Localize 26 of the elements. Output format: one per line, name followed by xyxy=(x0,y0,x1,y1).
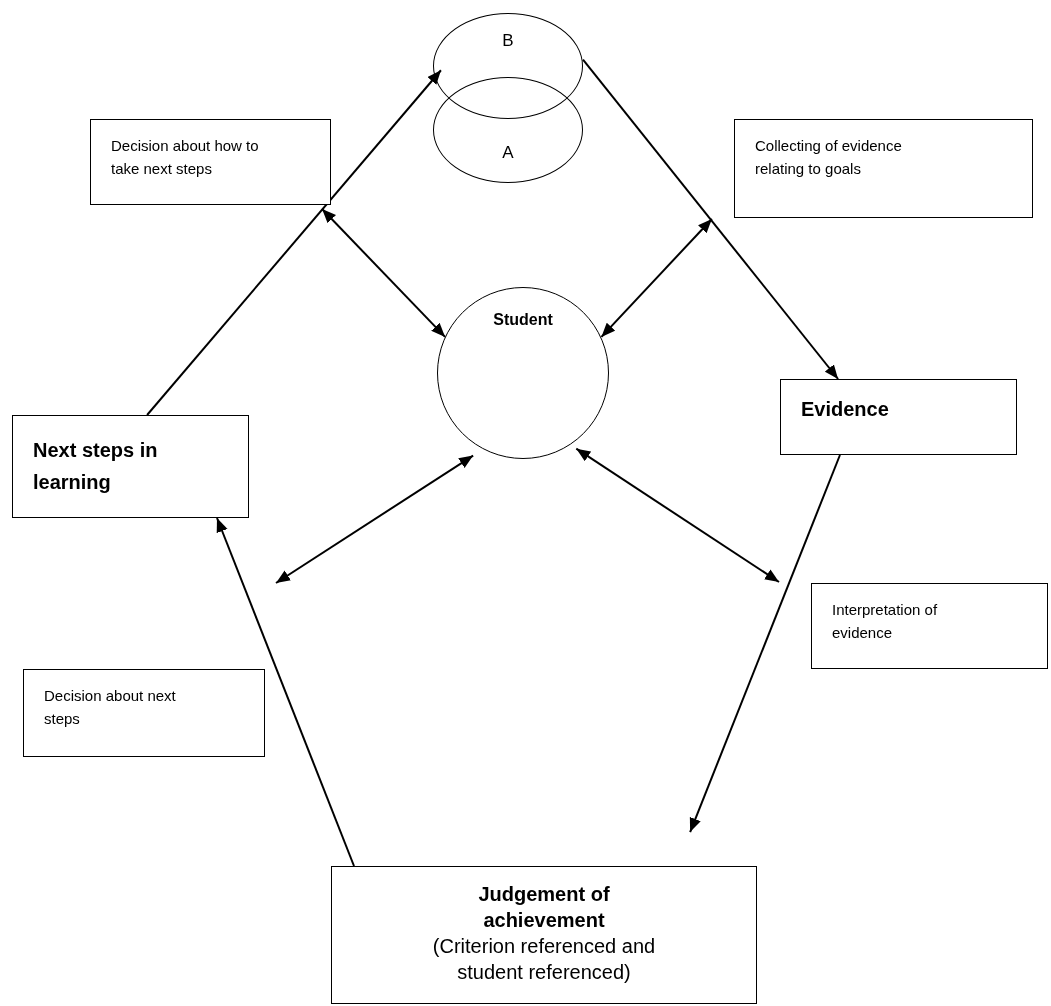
node-description: (Criterion referenced and student referenced) xyxy=(431,934,657,985)
text-box xyxy=(12,415,249,518)
arrow xyxy=(146,69,442,416)
arrow xyxy=(689,454,841,834)
node-label: A xyxy=(501,142,515,164)
text-box xyxy=(331,866,757,1004)
node-label: B xyxy=(501,30,515,52)
node-label: Decision about next steps xyxy=(44,686,177,730)
node-label: Evidence xyxy=(801,397,890,422)
node-label: Decision about how to take next steps xyxy=(111,136,260,180)
node-label: Judgement of achievement xyxy=(477,882,611,933)
node-label: Collecting of evidence relating to goals xyxy=(755,136,903,180)
text-box xyxy=(811,583,1048,669)
node-label: Interpretation of evidence xyxy=(832,600,939,644)
text-box xyxy=(90,119,331,205)
text-box xyxy=(780,379,1017,455)
double-arrow xyxy=(275,454,475,584)
node-label: Next steps in learning xyxy=(33,438,159,495)
text-box xyxy=(734,119,1033,218)
node-label: Student xyxy=(492,310,554,330)
text-box xyxy=(23,669,265,757)
arrow xyxy=(216,517,355,867)
double-arrow xyxy=(600,218,713,338)
double-arrow xyxy=(575,447,780,583)
double-arrow xyxy=(321,208,447,338)
arrow xyxy=(582,58,840,380)
